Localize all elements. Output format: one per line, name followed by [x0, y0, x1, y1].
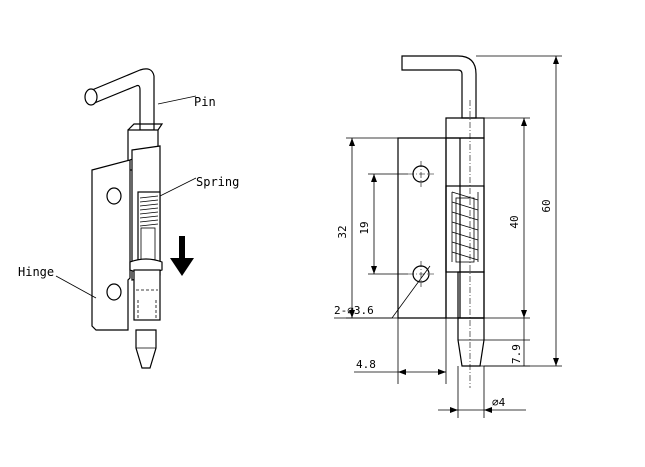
dim-32: 32: [336, 225, 349, 238]
dim-40: 40: [508, 215, 521, 228]
spring-label: Spring: [196, 175, 239, 189]
front-plate: [397, 137, 447, 319]
hinge-plate: [91, 159, 131, 331]
pin-handle: [84, 68, 155, 131]
front-pin-handle: [401, 55, 477, 119]
spring-leader: [159, 177, 197, 197]
hinge-front-view: [397, 55, 485, 388]
down-arrow-icon: [170, 236, 194, 276]
pin-leader: [157, 95, 197, 105]
plate-hole-lower: [106, 283, 122, 301]
dimension-lines: [334, 55, 562, 418]
hinge-label: Hinge: [18, 265, 54, 279]
dim-7-9: 7.9: [510, 344, 523, 364]
dim-60: 60: [540, 199, 553, 212]
front-pin-tip: [457, 317, 485, 367]
dim-4-8: 4.8: [356, 358, 376, 371]
plate-hole-upper: [106, 187, 122, 205]
dim-19: 19: [358, 221, 371, 234]
hinge-leader: [55, 275, 97, 299]
spring-coils: [139, 195, 159, 227]
dim-pin-diameter: ∅4: [492, 396, 506, 409]
dim-hole-diameter: 2-∅3.6: [334, 304, 374, 317]
pin-label: Pin: [194, 95, 216, 109]
front-spring: [451, 191, 479, 263]
pin-tip: [135, 329, 157, 369]
hinge-3d-illustration: Pin Spring Hinge: [18, 68, 239, 369]
